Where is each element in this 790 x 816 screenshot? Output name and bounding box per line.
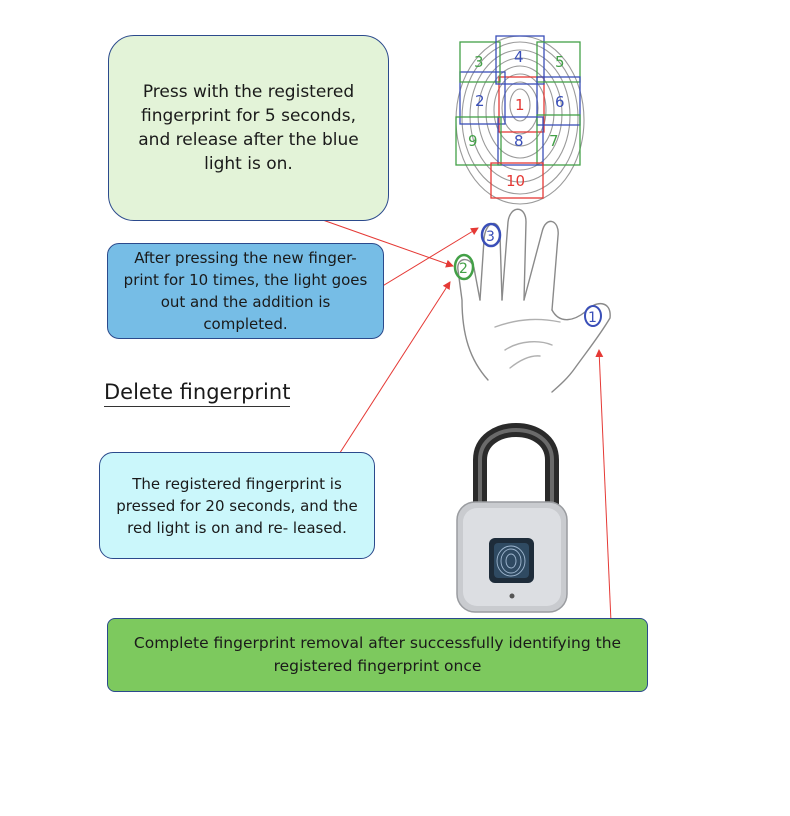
finger-marker-3-ring (480, 222, 502, 248)
zone-label-10: 10 (506, 172, 525, 190)
arrow-complete-to-finger1 (595, 349, 612, 623)
finger-marker-3: 3 (486, 229, 495, 245)
complete-removal-text: Complete fingerprint removal after succe… (133, 634, 622, 675)
zone-label-2: 2 (475, 92, 485, 110)
delete-fingerprint-heading: Delete fingerprint (104, 379, 291, 407)
finger-marker-2-ring (453, 253, 475, 281)
zone-label-3: 3 (474, 53, 484, 71)
zone-3-box (459, 41, 501, 83)
zone-7-box (536, 114, 581, 166)
registered-pressed-box: The registered fingerprint is pressed fo… (99, 452, 375, 559)
zone-6-box (536, 76, 581, 126)
after-pressing-text: After pressing the new finger- print for… (123, 249, 368, 333)
press-registered-fingerprint-box: Press with the registered fingerprint fo… (108, 35, 389, 221)
zone-5-box (536, 41, 581, 83)
arrow-after-to-finger3 (375, 227, 479, 291)
zone-4-box (495, 35, 545, 85)
zone-label-4: 4 (514, 48, 524, 66)
zone-1-box (498, 76, 545, 133)
after-pressing-box: After pressing the new finger- print for… (107, 243, 384, 339)
arrow-registered-to-finger2 (333, 281, 451, 463)
hand-outline (457, 208, 611, 393)
zone-9-box (455, 116, 502, 166)
zone-label-9: 9 (468, 132, 478, 150)
zone-label-5: 5 (555, 53, 565, 71)
zone-label-6: 6 (555, 93, 565, 111)
zone-2-box (459, 71, 506, 125)
zone-label-8: 8 (514, 132, 524, 150)
zone-label-7: 7 (549, 132, 559, 150)
finger-marker-1: 1 (588, 310, 597, 326)
padlock-image (456, 423, 568, 613)
complete-removal-box: Complete fingerprint removal after succe… (107, 618, 648, 692)
zone-10-box (490, 162, 544, 199)
registered-pressed-text: The registered fingerprint is pressed fo… (116, 474, 358, 537)
zone-label-1: 1 (515, 96, 525, 114)
zone-8-box (497, 116, 544, 166)
press-registered-fingerprint-text: Press with the registered fingerprint fo… (138, 82, 359, 174)
finger-marker-1-ring (584, 305, 602, 327)
finger-marker-2: 2 (459, 261, 468, 277)
